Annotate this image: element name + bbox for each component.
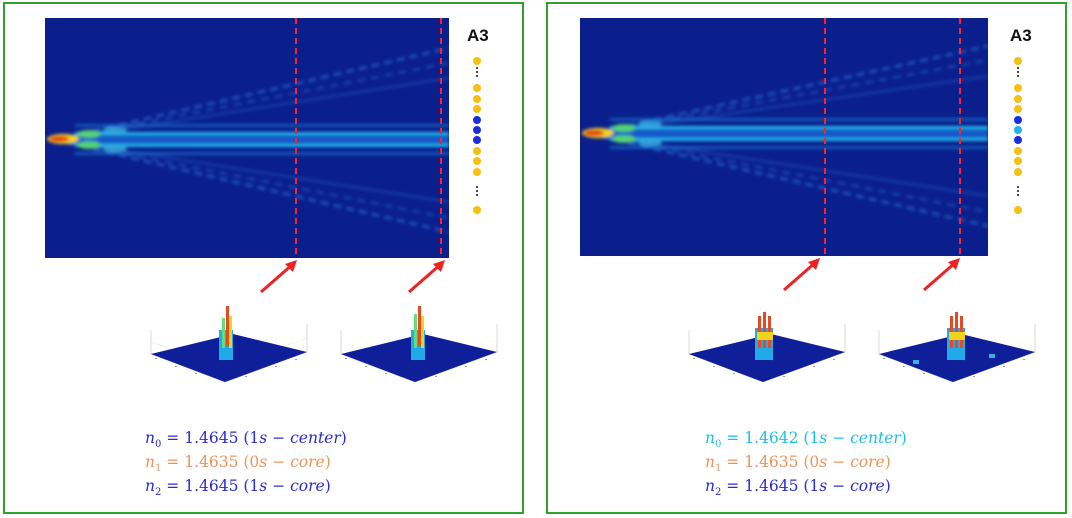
red-arrow [408,260,445,294]
panel-left: A3 [3,2,524,514]
mode-profile-3d-plot [878,312,1036,383]
dot-yellow [1014,146,1022,155]
equation-n2: n2 = 1.4645 (1s − core) [705,477,891,499]
dot-blue [1014,136,1022,145]
equation-n1: n1 = 1.4635 (0s − core) [705,453,891,475]
dot-yellow [1014,167,1022,176]
equation-n0: n0 = 1.4645 (1s − center) [145,429,347,451]
dot-column [1013,57,1023,216]
dot-yellow [473,57,481,65]
red-arrow [783,258,820,292]
mode-profile-3d-plot [150,306,308,383]
ellipsis-dots [476,185,479,200]
equation-n1: n1 = 1.4635 (0s − core) [145,453,331,475]
red-arrow [923,258,960,292]
dot-yellow [473,84,481,93]
dot-yellow [1014,205,1022,214]
ellipsis-dots [1017,185,1020,200]
dot-cyan [1014,125,1022,134]
dot-yellow [1014,105,1022,114]
ellipsis-dots [476,67,479,81]
red-arrow [260,260,297,294]
mode-profile-3d-plot [688,312,846,383]
label-a3: A3 [1010,26,1032,45]
heatmap-svg [580,18,988,256]
dot-yellow [1014,157,1022,166]
dot-yellow [473,105,481,114]
dot-yellow [473,94,481,103]
dot-yellow [1014,94,1022,103]
dot-blue [1014,115,1022,124]
dot-yellow [473,146,481,155]
label-a3: A3 [467,26,489,45]
dot-blue [473,125,481,134]
mode-profile-3d-plot [340,306,498,383]
equation-n2: n2 = 1.4645 (1s − core) [145,477,331,499]
propagation-heatmap [580,18,988,256]
equation-n0: n0 = 1.4642 (1s − center) [705,429,907,451]
dot-yellow [1014,57,1022,65]
dot-blue [473,115,481,124]
ellipsis-dots [1017,67,1020,81]
dot-blue [473,136,481,145]
dot-yellow [473,157,481,166]
dot-yellow [473,205,481,214]
dot-yellow [473,167,481,176]
dot-column [472,57,482,216]
panel-right: A3 [546,2,1067,514]
propagation-heatmap [45,18,449,258]
dot-yellow [1014,84,1022,93]
heatmap-svg [45,18,449,258]
